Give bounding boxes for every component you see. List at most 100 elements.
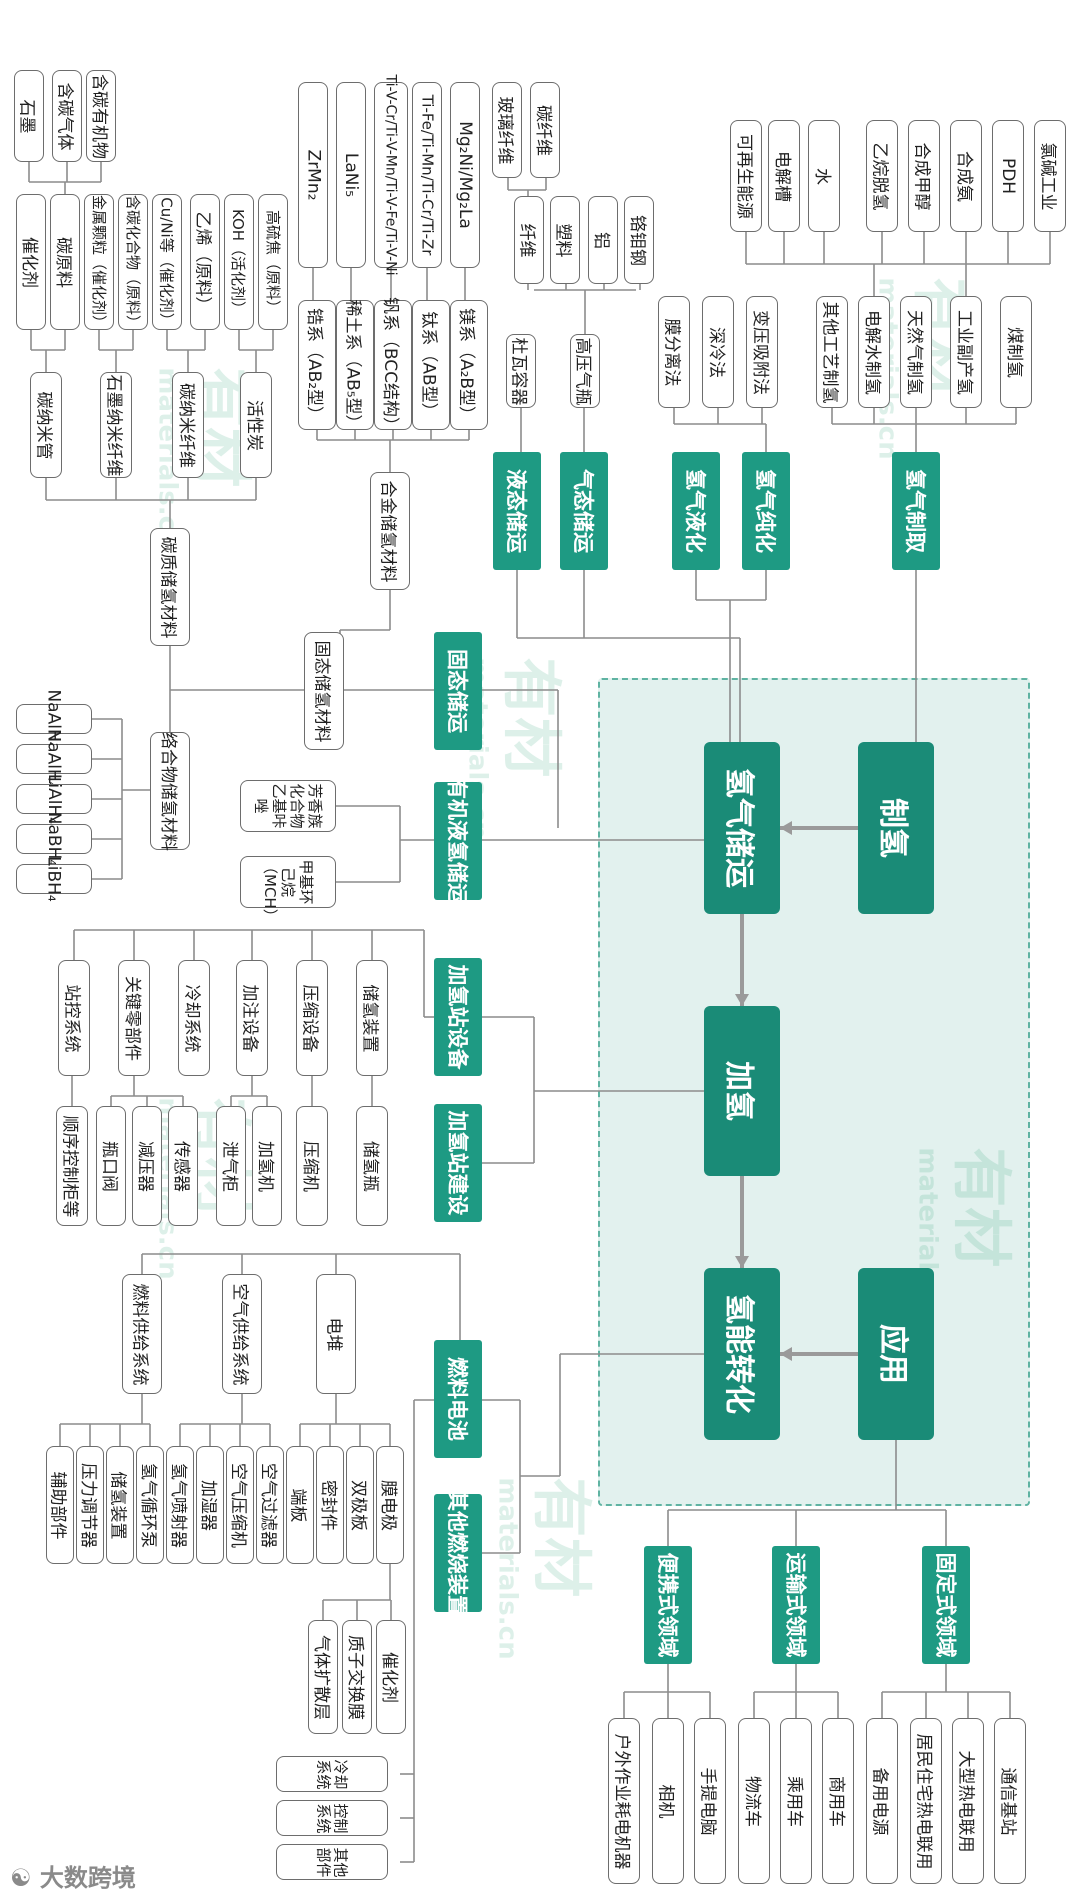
air-supply-part: 加湿器 — [196, 1446, 224, 1564]
section-station-construction: 加氢站建设 — [434, 1104, 482, 1222]
section-station-equipment: 加氢站设备 — [434, 958, 482, 1076]
station-component: 加氢机 — [252, 1106, 282, 1226]
production-source: 水 — [808, 120, 840, 232]
membrane-electrode-part: 催化剂 — [376, 1620, 406, 1734]
station-part: 关键零部件 — [118, 960, 150, 1076]
station-component: 压缩机 — [296, 1106, 328, 1226]
fuel-cell-subsystem: 燃料供给系统 — [122, 1274, 162, 1394]
organic-carrier: 甲基环己烷（MCH） — [240, 856, 336, 924]
carbon-product: 碳纳米纤维 — [172, 372, 204, 478]
cylinder-material: 塑料 — [550, 196, 580, 284]
station-part: 压缩设备 — [296, 960, 328, 1076]
section-stationary: 固定式领域 — [922, 1546, 970, 1664]
dewar-vessel: 杜瓦容器 — [506, 334, 536, 408]
arrow-head — [780, 821, 792, 835]
stack-part: 双极板 — [346, 1446, 374, 1564]
stack-part: 端板 — [286, 1446, 314, 1564]
carbon-input: 含碳化合物（原料） — [118, 194, 148, 330]
carbon-input: 金属颗粒（催化剂） — [84, 194, 114, 330]
fuel-supply-part: 储氢装置 — [106, 1446, 134, 1564]
membrane-electrode-part: 质子交换膜 — [342, 1620, 372, 1734]
carbon-input: Cu/Ni等（催化剂） — [152, 194, 182, 330]
other-fuel-cell-part: 控制系统 — [276, 1800, 388, 1836]
carbon-input: KOH（活化剂） — [224, 194, 254, 330]
fuel-supply-part: 辅助部件 — [46, 1446, 74, 1564]
section-portable: 便携式领域 — [644, 1546, 692, 1664]
membrane-electrode-part: 气体扩散层 — [308, 1620, 338, 1734]
alloy-series: 锆系（AB₂型） — [298, 300, 336, 430]
core-application: 应用 — [858, 1268, 934, 1440]
station-component: 储氢瓶 — [356, 1106, 388, 1226]
production-source: PDH — [992, 120, 1024, 232]
station-component: 顺序控制柜等 — [56, 1106, 88, 1226]
fuel-supply-part: 氢气循环泵 — [136, 1446, 164, 1564]
station-part: 储氢装置 — [356, 960, 388, 1076]
alloy-example: ZrMn₂ — [298, 82, 328, 268]
arrow-head — [780, 1347, 792, 1361]
production-source: 乙烷脱氢 — [866, 120, 898, 232]
core-refueling: 加氢 — [704, 1006, 780, 1176]
fuel-cell-subsystem: 电堆 — [316, 1274, 356, 1394]
complex-hydride: NaAlH₄ — [16, 729, 92, 789]
cylinder-material: 铝 — [588, 196, 618, 284]
production-source: 氯碱工业 — [1034, 120, 1066, 232]
alloy-series: 钛系（AB型） — [412, 300, 450, 430]
complex-hydride: NaBH₄ — [16, 812, 92, 866]
production-method: 其他工艺制氢 — [816, 296, 848, 408]
section-hydrogen-production: 氢气制取 — [892, 452, 940, 570]
core-production: 制氢 — [858, 742, 934, 914]
carbon-product: 活性炭 — [240, 372, 272, 478]
station-component: 泄气柜 — [216, 1106, 246, 1226]
alloy-series: 稀土系（AB₅型） — [336, 299, 374, 431]
carbon-product: 石墨纳米纤维 — [100, 372, 132, 478]
production-method: 天然气制氢 — [900, 296, 932, 408]
stationary-application: 备用电源 — [866, 1718, 898, 1884]
core-energy-conversion: 氢能转化 — [704, 1268, 780, 1440]
complex-hydride: LiBH₄ — [16, 856, 92, 902]
arrow-head — [735, 1256, 749, 1268]
section-fuel-cell: 燃料电池 — [434, 1340, 482, 1458]
carbon-input: 碳原料 — [50, 194, 80, 330]
purification-method: 深冷法 — [702, 296, 734, 408]
cylinder-material: 纤维 — [514, 196, 544, 284]
other-fuel-cell-part: 其他部件 — [276, 1844, 388, 1880]
production-method: 工业副产氢 — [950, 296, 982, 408]
footer-brand: ☯ 大数跨境 — [10, 1864, 136, 1892]
carbon-input: 乙烯（原料） — [190, 194, 220, 330]
carbon-raw-material: 含碳气体 — [52, 70, 82, 162]
station-component: 减压器 — [132, 1106, 162, 1226]
stack-part: 膜电极 — [376, 1446, 404, 1564]
section-solid-transport: 固态储运 — [434, 632, 482, 750]
purification-method: 膜分离法 — [658, 296, 690, 408]
stack-part: 密封件 — [316, 1446, 344, 1564]
transport-application: 乘用车 — [780, 1718, 812, 1884]
complex-hydride: LiAlH₄ — [16, 774, 92, 824]
core-storage-transport: 氢气储运 — [704, 742, 780, 914]
carbon-raw-material: 石墨 — [14, 70, 44, 162]
station-part: 加注设备 — [236, 960, 268, 1076]
section-gas-transport: 气态储运 — [560, 452, 608, 570]
purification-method: 变压吸附法 — [746, 296, 778, 408]
stationary-application: 大型热电联用 — [952, 1718, 984, 1884]
complex-storage-materials: 络合物储氢材料 — [150, 732, 190, 851]
station-component: 瓶口阀 — [96, 1106, 126, 1226]
alloy-example: Ti-V-Cr/Ti-V-Mn/Ti-V-Fe/Ti-V-Ni — [374, 74, 408, 276]
section-organic-transport: 有机液氢储运 — [434, 778, 482, 904]
production-source: 合成氨 — [950, 120, 982, 232]
station-component: 传感器 — [168, 1106, 198, 1226]
portable-application: 户外作业耗电机器 — [608, 1718, 640, 1884]
station-part: 站控系统 — [58, 960, 90, 1076]
portable-application: 手提电脑 — [694, 1718, 726, 1884]
carbon-storage-materials: 碳质储氢材料 — [150, 528, 190, 646]
production-source: 合成甲醇 — [908, 120, 940, 232]
alloy-series: 钒系（BCC结构） — [374, 296, 412, 434]
arrow-head — [735, 994, 749, 1006]
station-part: 冷却系统 — [178, 960, 210, 1076]
alloy-example: LaNi₅ — [336, 82, 366, 268]
high-pressure-cylinder: 高压气瓶 — [570, 334, 600, 408]
air-supply-part: 氢气喷射器 — [166, 1446, 194, 1564]
carbon-product: 碳纳米管 — [30, 372, 62, 478]
air-supply-part: 空气过滤器 — [256, 1446, 284, 1564]
